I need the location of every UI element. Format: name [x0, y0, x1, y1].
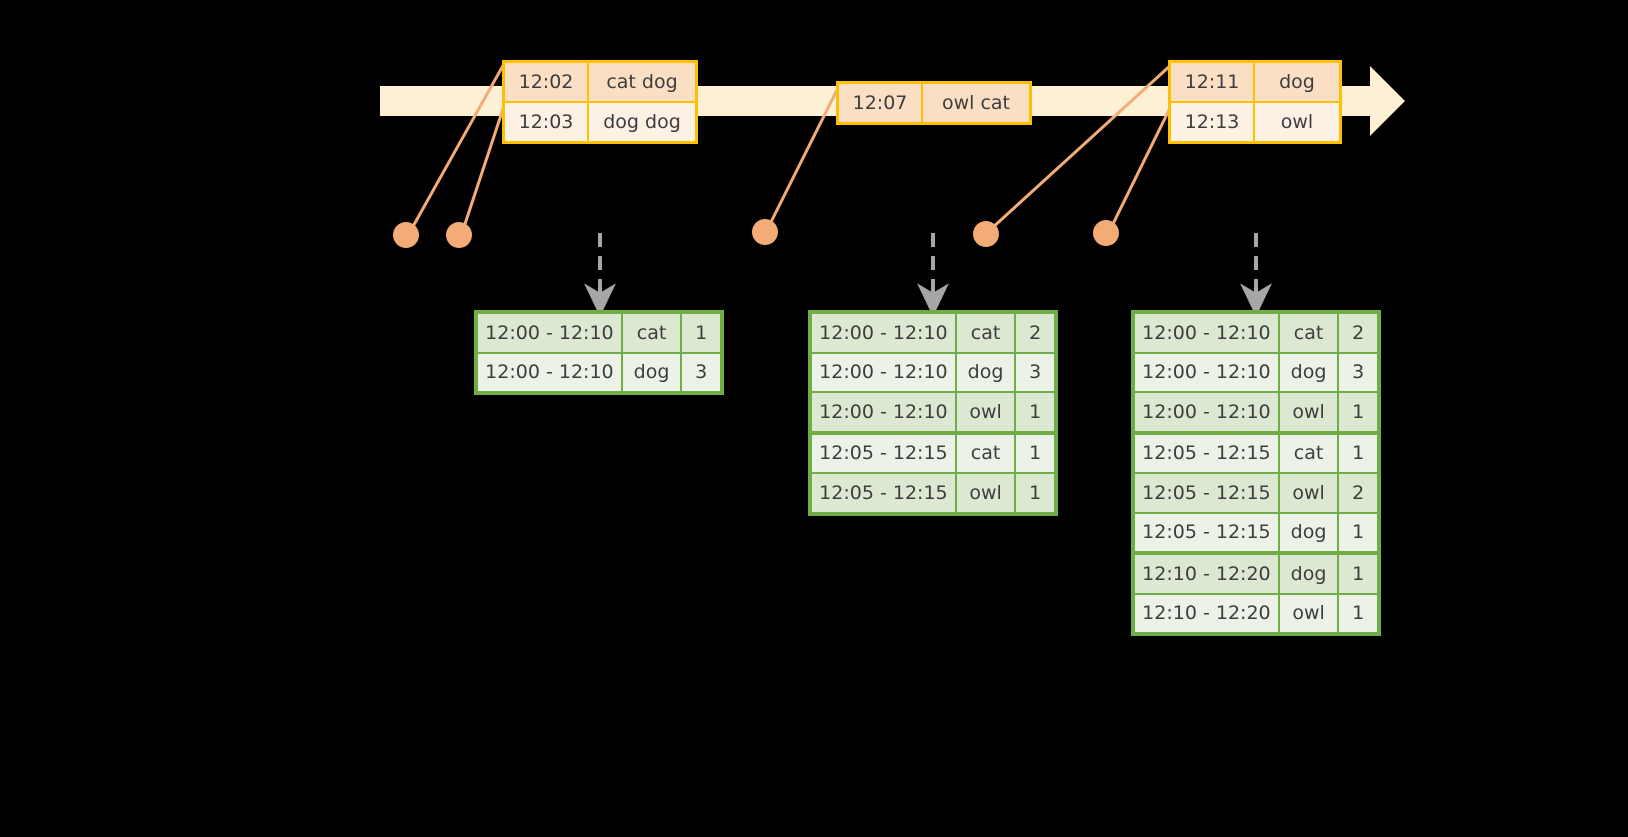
dashed-arrows — [584, 233, 1272, 317]
event-row[interactable]: 12:07 owl cat — [839, 84, 1029, 122]
connector-dot-3 — [752, 219, 778, 245]
window-cell: 12:05 - 12:15 — [812, 434, 957, 472]
window-cell: 12:00 - 12:10 — [478, 353, 623, 391]
word-cell: owl — [957, 474, 1017, 512]
event-words: dog — [1279, 71, 1315, 93]
count-cell: 1 — [1029, 481, 1042, 504]
window-cell: 12:00 - 12:10 — [1135, 393, 1280, 431]
aggregate-table-1[interactable]: 12:00 - 12:10 cat 1 12:00 - 12:10 dog 3 — [474, 310, 724, 395]
word-cell: owl — [1280, 393, 1340, 431]
word-cell: dog — [1280, 353, 1340, 391]
table-row[interactable]: 12:00 - 12:10 cat 1 — [478, 314, 720, 352]
table-row[interactable]: 12:10 - 12:20 dog 1 — [1135, 551, 1377, 593]
word-cell: cat — [1280, 314, 1340, 352]
table-row[interactable]: 12:05 - 12:15 cat 1 — [812, 430, 1054, 472]
count-cell: 1 — [695, 321, 708, 344]
table-row[interactable]: 12:00 - 12:10 cat 2 — [812, 314, 1054, 352]
window-cell: 12:10 - 12:20 — [1135, 594, 1280, 632]
table-row[interactable]: 12:05 - 12:15 owl 1 — [812, 472, 1054, 512]
event-row[interactable]: 12:11 dog — [1171, 63, 1339, 101]
connector-line-1 — [409, 60, 507, 232]
event-words: cat dog — [606, 71, 678, 93]
table-row[interactable]: 12:05 - 12:15 dog 1 — [1135, 511, 1377, 551]
count-cell: 3 — [695, 361, 708, 384]
event-time: 12:11 — [1171, 63, 1255, 101]
count-cell: 2 — [1352, 321, 1365, 344]
aggregate-table-3[interactable]: 12:00 - 12:10 cat 2 12:00 - 12:10 dog 3 … — [1131, 310, 1381, 636]
window-cell: 12:00 - 12:10 — [478, 314, 623, 352]
table-row[interactable]: 12:00 - 12:10 dog 3 — [812, 351, 1054, 391]
table-row[interactable]: 12:00 - 12:10 owl 1 — [1135, 391, 1377, 431]
event-group-1[interactable]: 12:02 cat dog 12:03 dog dog — [502, 60, 698, 144]
connector-dot-4 — [973, 221, 999, 247]
connector-dots — [393, 219, 1119, 248]
event-time: 12:13 — [1171, 103, 1255, 141]
word-cell: owl — [1280, 594, 1340, 632]
event-time: 12:03 — [505, 103, 589, 141]
count-cell: 1 — [1352, 442, 1365, 465]
aggregate-table-2[interactable]: 12:00 - 12:10 cat 2 12:00 - 12:10 dog 3 … — [808, 310, 1058, 516]
connector-line-2 — [461, 101, 507, 232]
count-cell: 1 — [1352, 400, 1365, 423]
table-row[interactable]: 12:05 - 12:15 owl 2 — [1135, 472, 1377, 512]
window-cell: 12:05 - 12:15 — [1135, 513, 1280, 551]
count-cell: 1 — [1352, 602, 1365, 625]
event-row[interactable]: 12:13 owl — [1171, 101, 1339, 141]
word-cell: cat — [957, 434, 1017, 472]
window-cell: 12:00 - 12:10 — [1135, 314, 1280, 352]
count-cell: 3 — [1029, 361, 1042, 384]
count-cell: 3 — [1352, 361, 1365, 384]
connector-line-5 — [1109, 102, 1174, 230]
count-cell: 1 — [1029, 442, 1042, 465]
window-cell: 12:05 - 12:15 — [1135, 474, 1280, 512]
event-group-2[interactable]: 12:07 owl cat — [836, 81, 1032, 125]
event-words: owl cat — [941, 92, 1011, 114]
count-cell: 1 — [1352, 562, 1365, 585]
window-cell: 12:00 - 12:10 — [812, 314, 957, 352]
connector-dot-5 — [1093, 220, 1119, 246]
window-cell: 12:05 - 12:15 — [1135, 434, 1280, 472]
table-row[interactable]: 12:05 - 12:15 cat 1 — [1135, 430, 1377, 472]
word-cell: dog — [1280, 555, 1340, 593]
word-cell: dog — [1280, 513, 1340, 551]
word-cell: owl — [957, 393, 1017, 431]
word-cell: dog — [957, 353, 1017, 391]
word-cell: cat — [1280, 434, 1340, 472]
count-cell: 1 — [1352, 521, 1365, 544]
window-cell: 12:00 - 12:10 — [812, 353, 957, 391]
count-cell: 2 — [1352, 481, 1365, 504]
word-cell: cat — [957, 314, 1017, 352]
table-row[interactable]: 12:00 - 12:10 owl 1 — [812, 391, 1054, 431]
table-row[interactable]: 12:00 - 12:10 dog 3 — [478, 351, 720, 391]
event-group-3[interactable]: 12:11 dog 12:13 owl — [1168, 60, 1342, 144]
word-cell: owl — [1280, 474, 1340, 512]
window-cell: 12:10 - 12:20 — [1135, 555, 1280, 593]
count-cell: 2 — [1029, 321, 1042, 344]
event-words: dog dog — [603, 111, 681, 133]
window-cell: 12:00 - 12:10 — [1135, 353, 1280, 391]
connector-line-3 — [767, 82, 842, 228]
window-cell: 12:05 - 12:15 — [812, 474, 957, 512]
table-row[interactable]: 12:00 - 12:10 dog 3 — [1135, 351, 1377, 391]
connector-dot-1 — [393, 222, 419, 248]
connector-dot-2 — [446, 222, 472, 248]
event-row[interactable]: 12:02 cat dog — [505, 63, 695, 101]
event-row[interactable]: 12:03 dog dog — [505, 101, 695, 141]
event-words: owl — [1280, 111, 1314, 133]
word-cell: cat — [623, 314, 683, 352]
table-row[interactable]: 12:10 - 12:20 owl 1 — [1135, 592, 1377, 632]
word-cell: dog — [623, 353, 683, 391]
window-cell: 12:00 - 12:10 — [812, 393, 957, 431]
event-time: 12:07 — [839, 84, 923, 122]
event-time: 12:02 — [505, 63, 589, 101]
table-row[interactable]: 12:00 - 12:10 cat 2 — [1135, 314, 1377, 352]
count-cell: 1 — [1029, 400, 1042, 423]
